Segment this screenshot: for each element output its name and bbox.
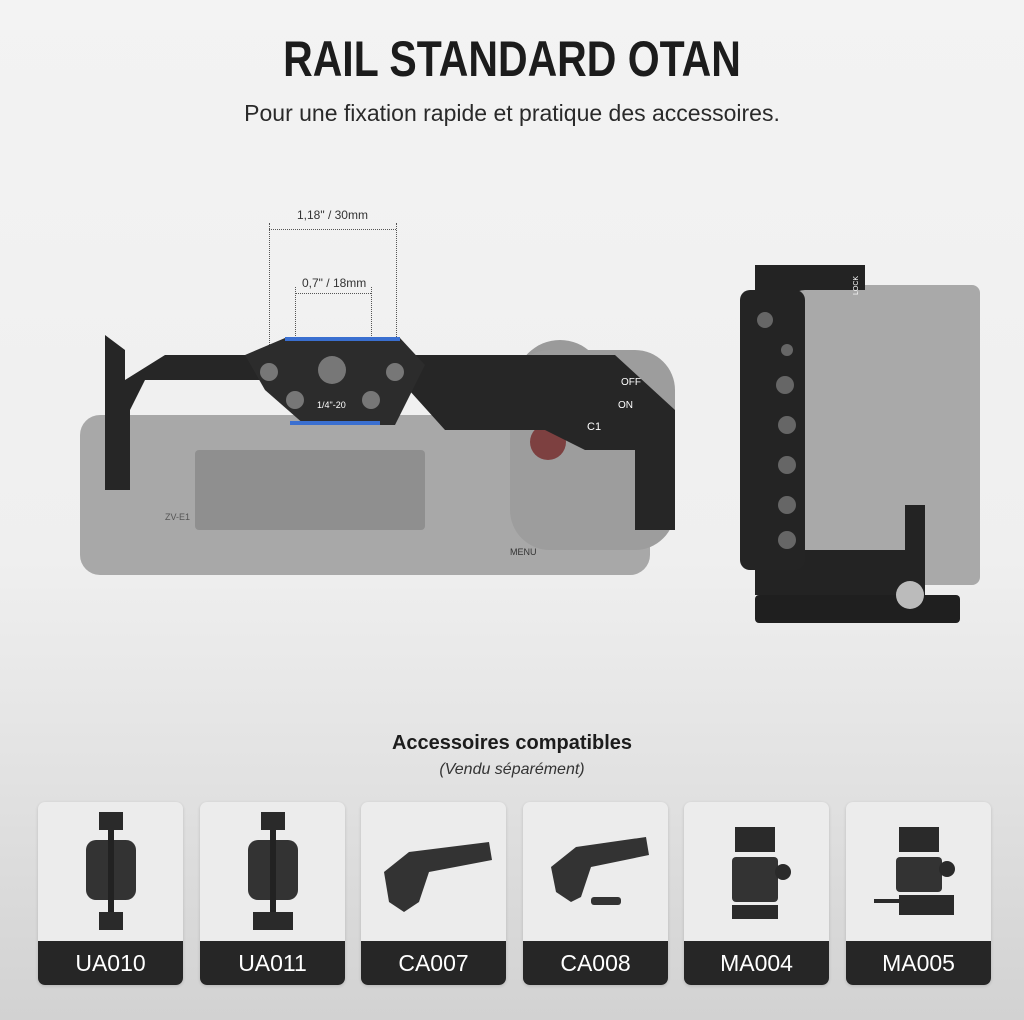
accessory-code: MA005 (846, 941, 991, 985)
accessory-code: UA010 (38, 941, 183, 985)
accessory-code: MA004 (684, 941, 829, 985)
dimension-inner: 0,7" / 18mm (302, 276, 367, 290)
thread-label: 1/4"-20 (317, 400, 346, 410)
camera-cage-side-view: LOCK (740, 265, 980, 623)
camera-cage-top-view: 1/4"-20 ZV-E1 MENU OFF ON C1 (80, 335, 675, 575)
accessory-code: CA008 (523, 941, 668, 985)
accessory-card-ca007[interactable]: CA007 (361, 802, 506, 985)
dimension-line-inner (295, 293, 371, 294)
model-label: ZV-E1 (165, 512, 190, 522)
dimension-guide (396, 223, 397, 373)
top-handle-icon (550, 836, 649, 905)
off-label: OFF (621, 377, 641, 388)
accessory-code: UA011 (200, 941, 345, 985)
accessory-card-ua010[interactable]: UA010 (38, 802, 183, 985)
magic-arm-icon (247, 811, 298, 930)
dimension-outer: 1,18" / 30mm (297, 208, 368, 222)
lock-label: LOCK (853, 276, 860, 295)
page-subtitle: Pour une fixation rapide et pratique des… (244, 100, 780, 126)
dimension-line-outer (269, 229, 396, 230)
c1-label: C1 (587, 421, 601, 433)
dimension-guide (269, 223, 270, 373)
accessory-card-ua011[interactable]: UA011 (200, 802, 345, 985)
accessories-subtitle: (Vendu séparément) (439, 761, 585, 778)
monitor-mount-icon (873, 826, 955, 915)
accessories-title: Accessoires compatibles (391, 732, 633, 754)
on-label: ON (618, 400, 633, 411)
accessory-card-ca008[interactable]: CA008 (523, 802, 668, 985)
monitor-mount-icon (731, 826, 791, 919)
accessory-code: CA007 (361, 941, 506, 985)
top-handle-icon (383, 841, 492, 912)
accessory-card-ma004[interactable]: MA004 (684, 802, 829, 985)
magic-arm-icon (85, 811, 136, 930)
menu-label: MENU (510, 547, 537, 557)
page-title: RAIL STANDARD OTAN (283, 31, 741, 87)
accessory-card-ma005[interactable]: MA005 (846, 802, 991, 985)
